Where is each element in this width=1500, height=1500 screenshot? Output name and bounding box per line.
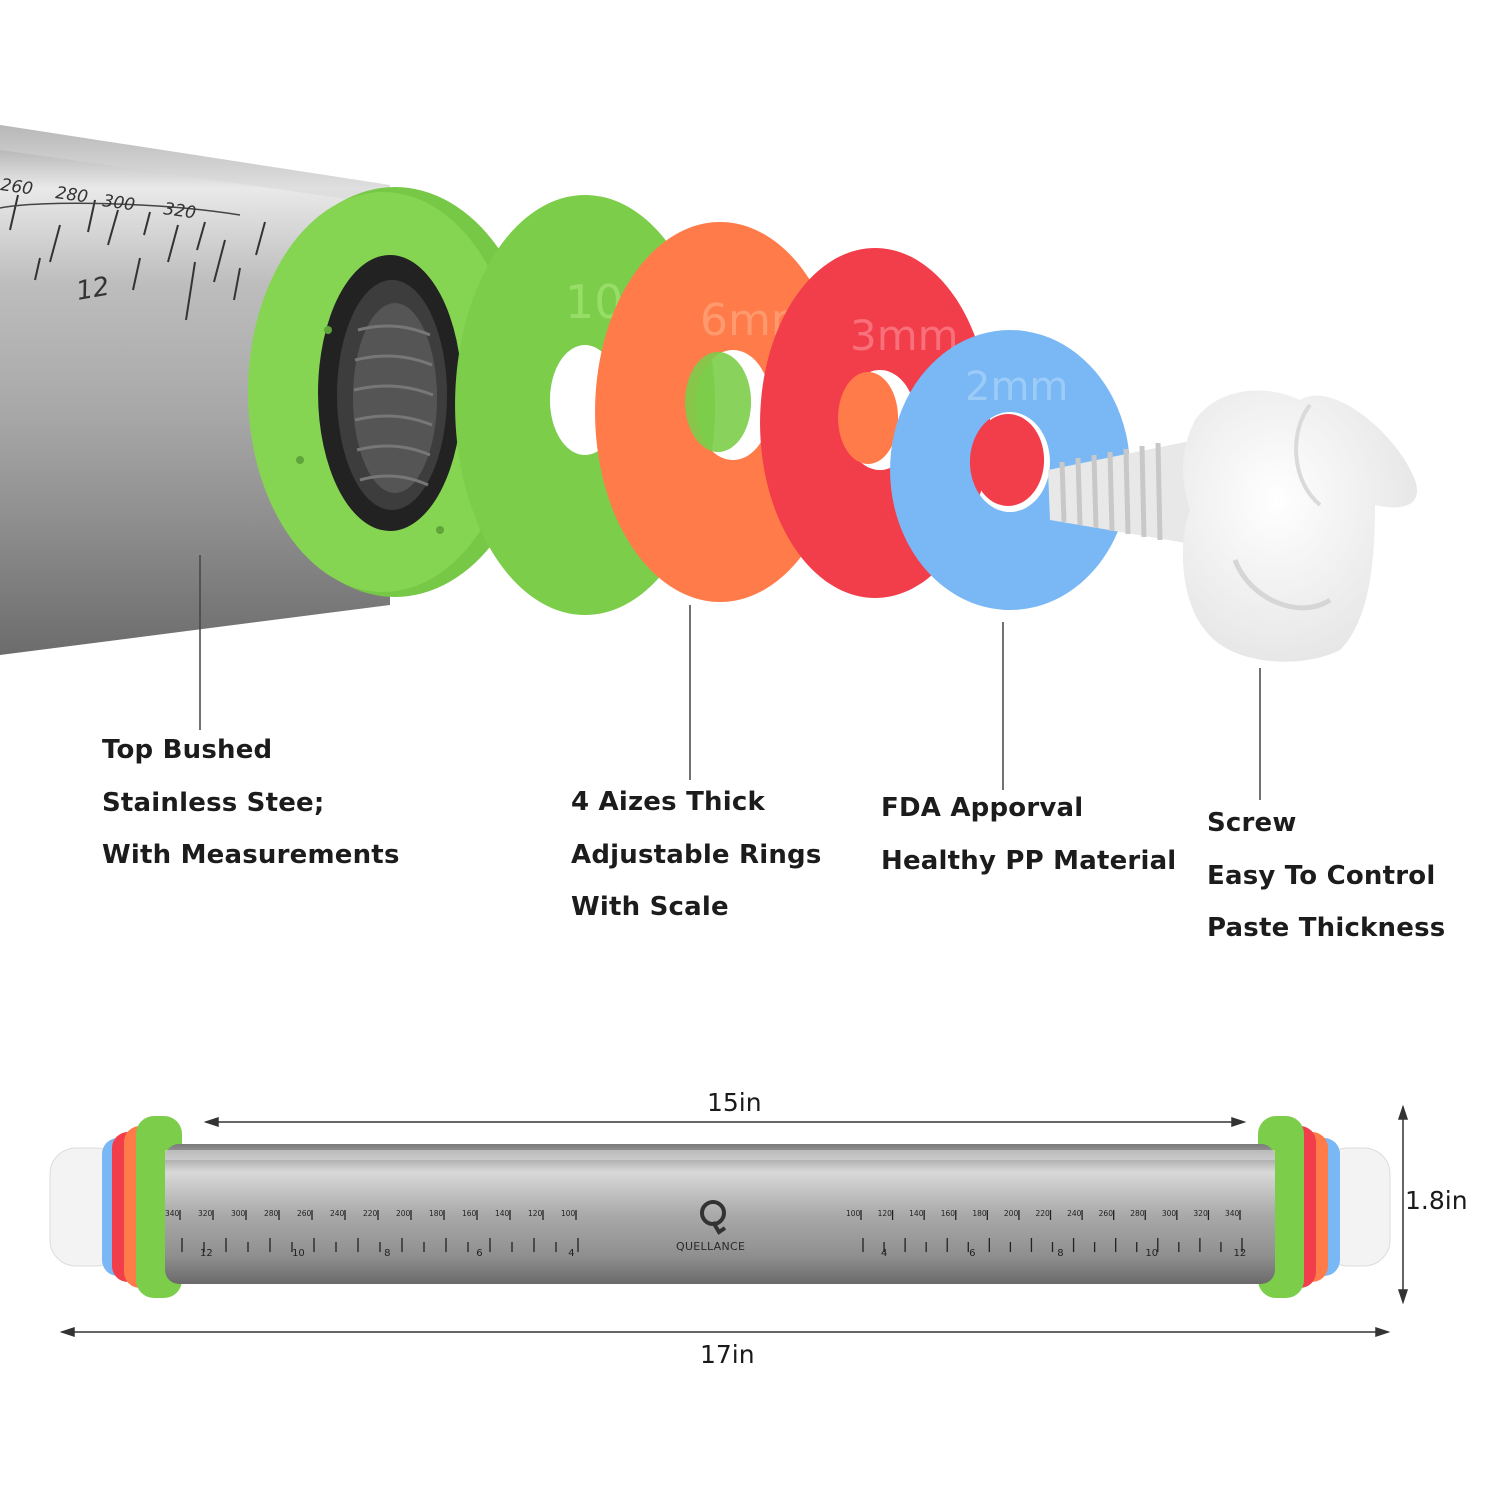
scale-mm-label: 340 <box>165 1209 180 1218</box>
scale-inch-label: 4 <box>881 1248 887 1259</box>
ring-label: 3mm <box>850 311 959 360</box>
right-scale-ticks <box>860 1210 1243 1252</box>
scale-mm-label: 340 <box>1225 1209 1240 1218</box>
scale-mm-label: 200 <box>396 1209 411 1218</box>
scale-mm-label: 280 <box>264 1209 279 1218</box>
closeup-scale <box>0 194 266 321</box>
scale-mm-label: 120 <box>878 1209 893 1218</box>
scale-mm-label: 320 <box>1193 1209 1208 1218</box>
scale-inch-label: 8 <box>1057 1248 1063 1259</box>
brand-name: QUELLANCE <box>676 1240 746 1253</box>
scale-mm-label: 300 <box>1162 1209 1177 1218</box>
scale-inch-label: 8 <box>384 1248 390 1259</box>
scale-inch-label: 6 <box>476 1248 482 1259</box>
scale-mm-label: 280 <box>1130 1209 1145 1218</box>
scale-inch-label: 12 <box>1233 1248 1246 1259</box>
callout-steel-line3: With Measurements <box>102 840 400 870</box>
callout-screw-line3: Paste Thickness <box>1207 913 1446 943</box>
left-end-stack <box>49 1116 182 1298</box>
scale-mm-label: 260 <box>1099 1209 1114 1218</box>
left-scale-mm: 340 320 300 280 260 240 220 200 180 160 140 120 100 <box>165 1209 576 1218</box>
scale-mm-label: 240 <box>330 1209 345 1218</box>
scale-mm-label: 240 <box>1067 1209 1082 1218</box>
callout-steel: Top Bushed Stainless Stee; With Measurem… <box>102 724 400 882</box>
closeup-scale-number: 260 <box>0 175 34 199</box>
scale-mm-label: 180 <box>972 1209 987 1218</box>
closeup-scale-numbers: 260 280 300 320 12 <box>0 175 197 307</box>
scale-inch-label: 12 <box>200 1248 213 1259</box>
scale-mm-label: 100 <box>561 1209 576 1218</box>
callout-material-line2: Healthy PP Material <box>881 845 1177 876</box>
callout-material-line1: FDA Apporval <box>881 793 1084 823</box>
closeup-scale-number: 300 <box>101 191 136 215</box>
scale-inch-label: 4 <box>568 1248 574 1259</box>
steel-pin <box>165 1144 1275 1284</box>
dimension-diameter-arrow <box>1397 1104 1409 1305</box>
scale-mm-label: 180 <box>429 1209 444 1218</box>
callout-leaders <box>199 555 1261 800</box>
closeup-scale-number: 280 <box>54 183 89 207</box>
scale-inch-label: 6 <box>969 1248 975 1259</box>
callout-rings-line2: Adjustable Rings <box>571 839 822 870</box>
scale-mm-label: 300 <box>231 1209 246 1218</box>
callout-rings: 4 Aizes Thick Adjustable Rings With Scal… <box>571 776 822 934</box>
callout-steel-line2: Stainless Stee; <box>102 787 325 818</box>
scale-mm-label: 220 <box>363 1209 378 1218</box>
scale-mm-label: 320 <box>198 1209 213 1218</box>
right-end-stack <box>1258 1116 1391 1298</box>
scale-mm-label: 100 <box>846 1209 861 1218</box>
left-scale-ticks <box>179 1210 579 1252</box>
callout-screw: Screw Easy To Control Paste Thickness <box>1207 797 1445 955</box>
right-scale-mm: 100 120 140 160 180 200 220 240 260 280 300 320 340 <box>846 1209 1240 1218</box>
diameter-label: 1.8in <box>1405 1186 1468 1215</box>
total-length-label: 17in <box>700 1340 755 1369</box>
scale-mm-label: 160 <box>941 1209 956 1218</box>
scale-mm-label: 160 <box>462 1209 477 1218</box>
callout-material: FDA Apporval Healthy PP Material <box>881 782 1176 887</box>
dimension-17in-arrow <box>59 1326 1391 1338</box>
ring-label: 2mm <box>965 364 1068 410</box>
closeup-scale-number: 320 <box>162 199 197 223</box>
scale-inch-label: 10 <box>1145 1248 1158 1259</box>
scale-mm-label: 200 <box>1004 1209 1019 1218</box>
callout-rings-line1: 4 Aizes Thick <box>571 787 765 817</box>
screw <box>1048 390 1417 662</box>
scale-mm-label: 140 <box>909 1209 924 1218</box>
callout-rings-line3: With Scale <box>571 892 729 922</box>
inner-length-label: 15in <box>707 1088 762 1117</box>
ring-2mm: 2mm <box>890 330 1131 610</box>
closeup-scale-inch: 12 <box>74 272 112 307</box>
right-scale-inches: 4 6 8 10 12 <box>881 1248 1246 1259</box>
callout-screw-line1: Screw <box>1207 808 1297 838</box>
scale-mm-label: 220 <box>1036 1209 1051 1218</box>
scale-mm-label: 260 <box>297 1209 312 1218</box>
dimension-15in-arrow <box>203 1116 1247 1128</box>
left-scale-inches: 12 10 8 6 4 <box>200 1248 575 1259</box>
scale-mm-label: 140 <box>495 1209 510 1218</box>
scale-inch-label: 10 <box>292 1248 305 1259</box>
scale-mm-label: 120 <box>528 1209 543 1218</box>
brand-logo-icon <box>700 1200 727 1235</box>
callout-screw-line2: Easy To Control <box>1207 860 1436 891</box>
callout-steel-line1: Top Bushed <box>102 735 273 765</box>
